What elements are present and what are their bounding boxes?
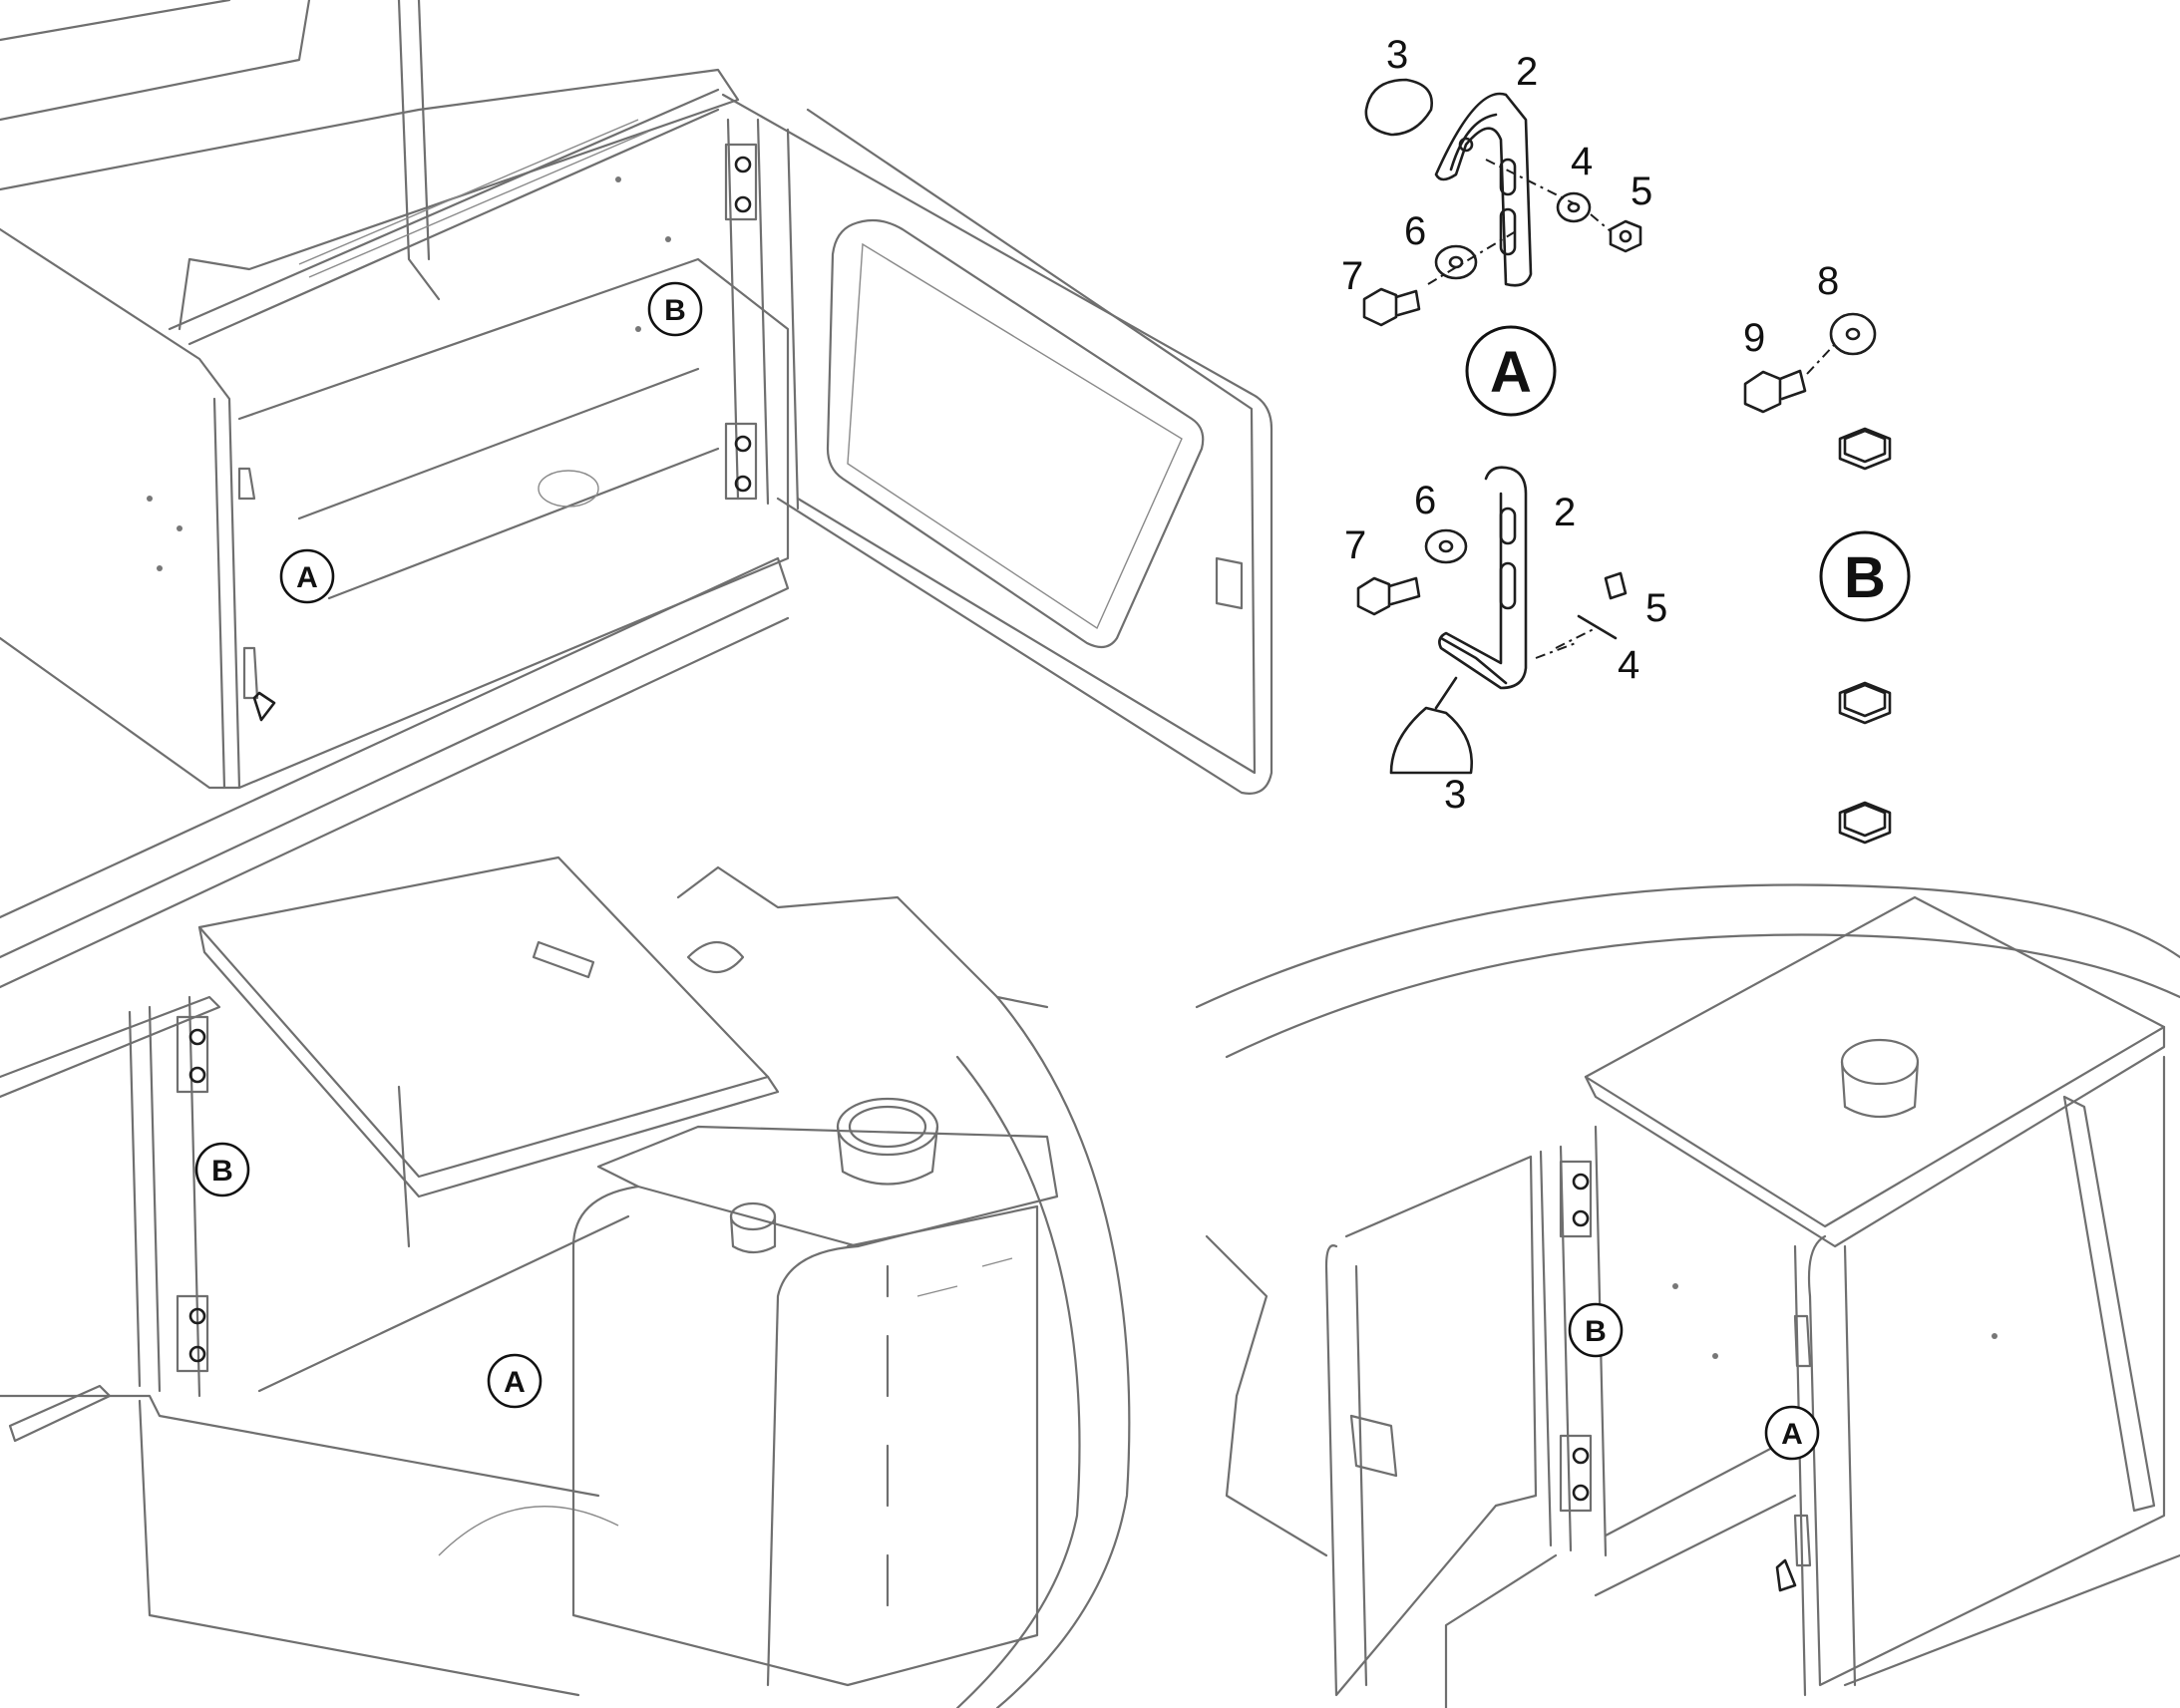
- bottom-right-cabinet-view: [1195, 883, 2180, 1708]
- detail-b-fasteners: [1743, 312, 1892, 845]
- svg-text:B: B: [1585, 1315, 1607, 1348]
- callout-3-alt: 3: [1444, 773, 1466, 817]
- view-marker-bottom-left-a: A: [487, 1353, 543, 1409]
- callout-5: 5: [1631, 170, 1652, 213]
- callout-4: 4: [1571, 140, 1593, 183]
- svg-text:A: A: [296, 561, 318, 594]
- svg-text:A: A: [1781, 1418, 1803, 1451]
- view-marker-bottom-left-b: B: [194, 1142, 250, 1197]
- view-marker-top-b: B: [647, 281, 703, 337]
- detail-a-letter: A: [1490, 340, 1532, 405]
- callout-7: 7: [1341, 254, 1363, 298]
- callout-3: 3: [1386, 33, 1408, 77]
- view-marker-bottom-right-a: A: [1764, 1405, 1820, 1461]
- detail-b-bubble: B: [1819, 530, 1911, 622]
- detail-a-lower-bracket: [1356, 466, 1628, 775]
- bottom-left-cabinet-view: [0, 855, 1131, 1708]
- group-a-alt-callouts: 6 2 7 5 4 3: [1344, 479, 1667, 817]
- view-marker-bottom-right-b: B: [1568, 1302, 1624, 1358]
- detail-a-bubble: A: [1465, 325, 1557, 417]
- callout-6: 6: [1404, 209, 1426, 253]
- svg-text:A: A: [504, 1366, 526, 1399]
- top-cabinet-view: [0, 0, 1273, 989]
- callout-5-alt: 5: [1645, 586, 1667, 630]
- group-a-callouts: 3 2 4 5 6 7: [1341, 33, 1652, 298]
- callout-2: 2: [1516, 50, 1538, 94]
- callout-4-alt: 4: [1618, 643, 1639, 687]
- callout-2-alt: 2: [1554, 491, 1576, 534]
- svg-text:B: B: [664, 294, 686, 327]
- view-marker-top-a: A: [279, 548, 335, 604]
- callout-7-alt: 7: [1344, 523, 1366, 567]
- svg-text:B: B: [211, 1155, 233, 1188]
- detail-a-upper-bracket: [1362, 78, 1642, 327]
- callout-6-alt: 6: [1414, 479, 1436, 522]
- group-b-callouts: 8 9: [1743, 259, 1839, 360]
- callout-9: 9: [1743, 316, 1765, 360]
- callout-8: 8: [1817, 259, 1839, 303]
- detail-b-letter: B: [1844, 545, 1886, 610]
